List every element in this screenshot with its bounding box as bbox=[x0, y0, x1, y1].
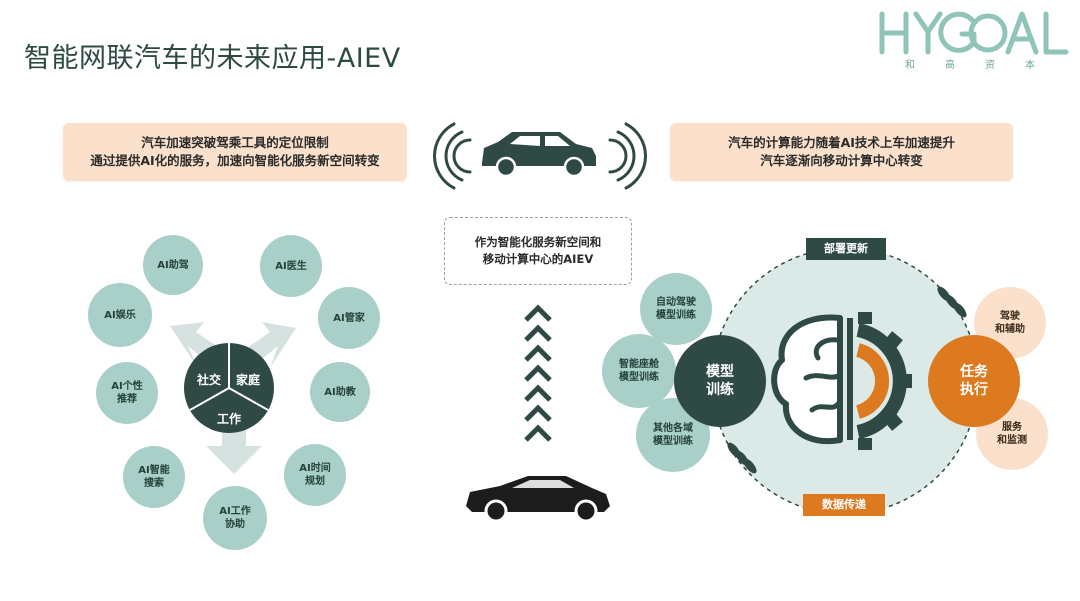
task-execution-node: 任务 执行 bbox=[928, 335, 1020, 427]
model-training-node: 模型 训练 bbox=[674, 335, 766, 427]
data-transfer-tag: 数据传递 bbox=[803, 494, 885, 516]
logo-subtitle: 和 高 资 本 bbox=[905, 56, 1035, 71]
model-item-label: 智能座舱 模型训练 bbox=[619, 359, 659, 383]
aiev-description-box: 作为智能化服务新空间和 移动计算中心的AIEV bbox=[444, 217, 632, 285]
task-item-label: 驾驶 和辅助 bbox=[995, 311, 1025, 335]
service-bubble-ai-schedule: AI时间 规划 bbox=[284, 444, 346, 506]
right-banner-line1: 汽车的计算能力随着AI技术上车加速提升 bbox=[728, 135, 955, 150]
aiev-description-line1: 作为智能化服务新空间和 bbox=[474, 235, 602, 249]
service-bubble-ai-doctor: AI医生 bbox=[260, 235, 322, 297]
left-banner: 汽车加速突破驾乘工具的定位限制 通过提供AI化的服务，加速向智能化服务新空间转变 bbox=[63, 123, 407, 181]
service-bubble-label: AI助教 bbox=[324, 386, 356, 398]
service-bubble-ai-work-assist: AI工作 协助 bbox=[203, 486, 267, 550]
brain-gear-icon bbox=[771, 312, 912, 450]
service-bubble-ai-entertainment: AI娱乐 bbox=[88, 283, 152, 347]
service-bubble-ai-search: AI智能 搜索 bbox=[123, 446, 185, 508]
service-bubble-ai-recommend: AI个性 推荐 bbox=[96, 362, 158, 424]
deploy-update-tag: 部署更新 bbox=[806, 238, 886, 260]
service-bubble-label: AI工作 协助 bbox=[219, 506, 251, 530]
upward-chevrons-icon bbox=[524, 304, 552, 442]
service-bubble-ai-tutor: AI助教 bbox=[310, 362, 370, 422]
service-bubble-label: AI医生 bbox=[275, 260, 307, 272]
logo-sub-char: 资 bbox=[985, 60, 995, 71]
service-bubble-ai-butler: AI管家 bbox=[318, 287, 380, 349]
sports-car-icon bbox=[466, 476, 610, 523]
model-item-label: 自动驾驶 模型训练 bbox=[656, 297, 696, 321]
left-banner-line2: 通过提供AI化的服务，加速向智能化服务新空间转变 bbox=[90, 153, 380, 168]
task-item-label: 服务 和监测 bbox=[997, 422, 1027, 446]
model-item-autonomous: 自动驾驶 模型训练 bbox=[640, 273, 712, 345]
page-title: 智能网联汽车的未来应用-AIEV bbox=[24, 43, 401, 74]
service-bubble-ai-driving: AI助驾 bbox=[143, 235, 203, 295]
hub-circle bbox=[184, 343, 274, 433]
hub-label-home: 家庭 bbox=[236, 373, 261, 387]
model-item-label: 其他各域 模型训练 bbox=[653, 423, 693, 447]
model-training-label: 模型 训练 bbox=[706, 364, 734, 398]
right-banner: 汽车的计算能力随着AI技术上车加速提升 汽车逐渐向移动计算中心转变 bbox=[670, 123, 1013, 181]
hub-label-social: 社交 bbox=[197, 373, 222, 387]
right-banner-line2: 汽车逐渐向移动计算中心转变 bbox=[760, 153, 923, 168]
model-item-cockpit: 智能座舱 模型训练 bbox=[602, 334, 676, 408]
logo-sub-char: 高 bbox=[945, 60, 955, 71]
hygoal-logo bbox=[879, 11, 1069, 55]
logo-sub-char: 和 bbox=[905, 60, 915, 71]
connected-car-icon bbox=[432, 122, 648, 190]
aiev-description-line2: 移动计算中心的AIEV bbox=[482, 252, 594, 266]
task-execution-label: 任务 执行 bbox=[960, 364, 988, 398]
logo-sub-char: 本 bbox=[1025, 60, 1035, 71]
hub-label-work: 工作 bbox=[217, 412, 242, 426]
service-bubble-label: AI智能 搜索 bbox=[138, 465, 170, 489]
service-bubble-label: AI个性 推荐 bbox=[111, 381, 143, 405]
service-bubble-label: AI管家 bbox=[333, 312, 365, 324]
service-bubble-label: AI时间 规划 bbox=[299, 463, 331, 487]
left-banner-line1: 汽车加速突破驾乘工具的定位限制 bbox=[141, 135, 329, 150]
service-bubble-label: AI娱乐 bbox=[104, 309, 136, 321]
service-bubble-label: AI助驾 bbox=[157, 259, 189, 271]
